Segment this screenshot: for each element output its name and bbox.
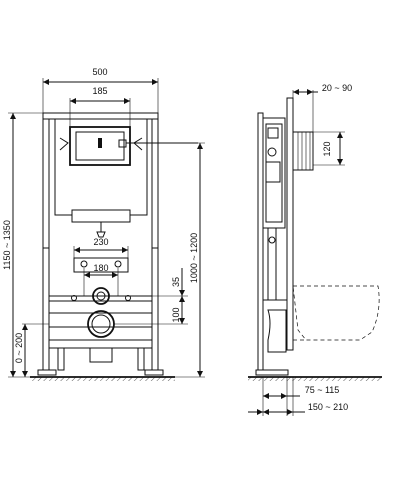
right-upright <box>151 112 159 376</box>
dim-500: 500 <box>92 67 107 77</box>
left-upright <box>42 112 50 376</box>
dim-75-115: 75 ~ 115 <box>305 385 340 395</box>
dim-20-90: 20 ~ 90 <box>322 83 352 93</box>
left-foot <box>37 369 57 376</box>
dim-120: 120 <box>322 141 332 156</box>
side-drain-bend <box>267 309 287 353</box>
dim-35: 35 <box>171 277 181 287</box>
dim-185: 185 <box>92 86 107 96</box>
wall-hung-pan <box>292 285 380 341</box>
dim-1000-1200: 1000 ~ 1200 <box>189 233 199 283</box>
dim-150-210: 150 ~ 210 <box>308 402 348 412</box>
front-view: 500 185 230 180 1150 ~ 1350 0 ~ 200 1000… <box>2 67 205 381</box>
wall-board <box>286 97 294 351</box>
dim-1150-1350: 1150 ~ 1350 <box>2 220 12 270</box>
side-cistern <box>263 117 286 229</box>
dim-230: 230 <box>93 237 108 247</box>
top-crossbar <box>42 112 159 120</box>
side-view: 20 ~ 90 120 75 ~ 115 150 ~ 210 <box>248 83 382 416</box>
flush-plate-inner <box>75 131 125 161</box>
flush-plate-opening <box>69 126 131 166</box>
cistern-base <box>71 209 131 223</box>
flush-box <box>292 131 314 171</box>
right-foot <box>144 369 164 376</box>
dim-180: 180 <box>93 263 108 273</box>
cistern-body <box>54 118 148 223</box>
dim-0-200: 0 ~ 200 <box>14 333 24 363</box>
side-frame-post <box>257 112 264 376</box>
dim-100: 100 <box>171 307 181 322</box>
